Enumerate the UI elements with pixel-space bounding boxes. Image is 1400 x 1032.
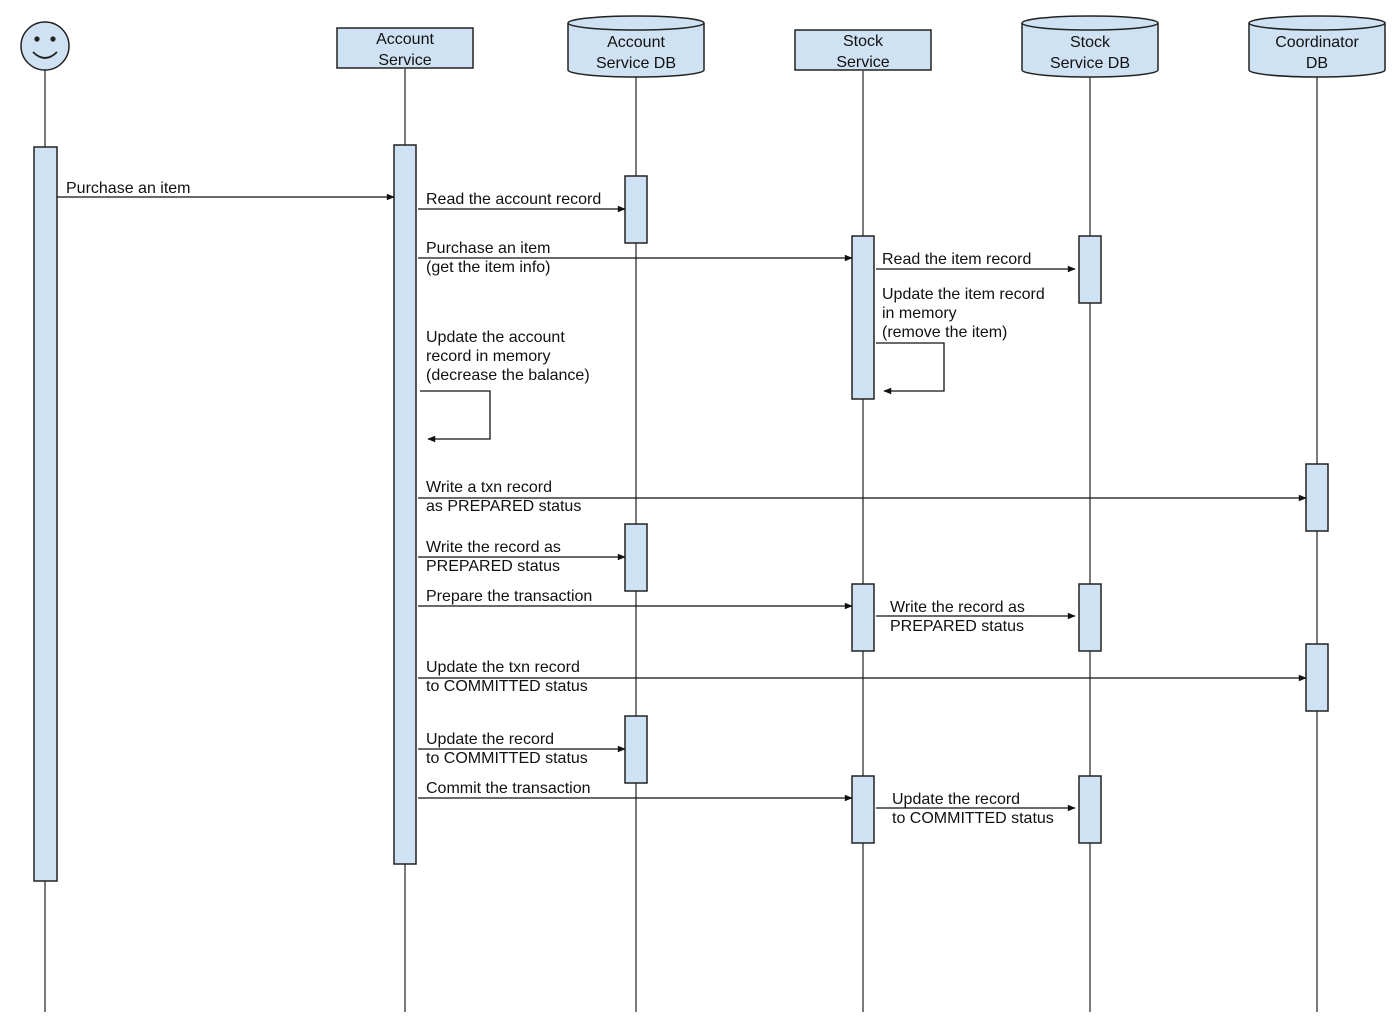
self-call-arrow — [420, 390, 491, 443]
message-update-stock-committed: Update the record to COMMITTED status — [876, 791, 1076, 827]
activation-bar-stock-service — [851, 583, 875, 652]
activation-bar-stock-db — [1078, 583, 1102, 652]
eye-icon — [50, 36, 56, 42]
database-cylinder-icon — [1248, 15, 1386, 78]
message-label: (remove the item) — [882, 324, 1007, 341]
participant-label: Account — [376, 31, 434, 48]
participant-label: Stock — [1070, 34, 1111, 51]
message-label: Write the record as — [890, 599, 1025, 616]
message-read-account-record: Read the account record — [418, 191, 626, 213]
message-label: (decrease the balance) — [426, 367, 590, 384]
database-rim — [567, 22, 705, 31]
participant-box — [794, 29, 932, 71]
smiley-face-icon — [20, 21, 70, 71]
activation-bar-account-db — [624, 523, 648, 592]
message-update-account-record-memory: Update the account record in memory (decre… — [420, 329, 590, 443]
message-purchase-an-item: Purchase an item — [57, 180, 395, 201]
self-call-arrow — [876, 342, 945, 395]
eye-icon — [34, 36, 40, 42]
activation-bar-account-db — [624, 715, 648, 784]
activation-bar-stock-service — [851, 235, 875, 400]
message-label: record in memory — [426, 348, 550, 365]
message-update-txn-committed: Update the txn record to COMMITTED status — [418, 659, 1307, 695]
message-label: Update the item record — [882, 286, 1045, 303]
message-purchase-item-info: Purchase an item (get the item info) — [418, 240, 853, 276]
message-update-item-record-memory: Update the item record in memory (remove t… — [876, 286, 1045, 395]
message-label: Commit the transaction — [426, 780, 591, 797]
message-write-stock-prepared: Write the record as PREPARED status — [876, 599, 1076, 635]
activation-bar-account-service — [393, 144, 417, 865]
activation-bar-stock-db — [1078, 235, 1102, 304]
message-label: Update the txn record — [426, 659, 580, 676]
activation-bar-coordinator-db — [1305, 463, 1329, 532]
participant-user — [20, 21, 70, 71]
message-prepare-transaction: Prepare the transaction — [418, 588, 853, 610]
message-label: Prepare the transaction — [426, 588, 592, 605]
message-label: Update the record — [426, 731, 554, 748]
participant-label: Account — [607, 34, 665, 51]
message-write-account-prepared: Write the record as PREPARED status — [418, 539, 626, 575]
message-read-item-record: Read the item record — [876, 251, 1076, 273]
activation-bar-user — [33, 146, 58, 882]
message-label: PREPARED status — [890, 618, 1024, 635]
database-cylinder-icon — [1021, 15, 1159, 78]
message-label: as PREPARED status — [426, 498, 581, 515]
message-label: Read the account record — [426, 191, 601, 208]
database-rim — [1248, 22, 1386, 31]
participant-box — [336, 27, 474, 69]
activation-bar-coordinator-db — [1305, 643, 1329, 712]
activation-bar-stock-service — [851, 775, 875, 844]
message-label: Write the record as — [426, 539, 561, 556]
participant-label: Coordinator — [1275, 34, 1359, 51]
participant-label: Service DB — [596, 55, 676, 72]
message-label: Purchase an item — [426, 240, 551, 257]
activation-bar-account-db — [624, 175, 648, 244]
message-label: to COMMITTED status — [426, 678, 588, 695]
message-update-account-committed: Update the record to COMMITTED status — [418, 731, 626, 767]
message-label: Purchase an item — [66, 180, 191, 197]
message-label: (get the item info) — [426, 259, 551, 276]
participant-label: Service — [378, 52, 431, 69]
activation-bar-stock-db — [1078, 775, 1102, 844]
message-commit-transaction: Commit the transaction — [418, 780, 853, 802]
message-label: Update the record — [892, 791, 1020, 808]
message-label: Write a txn record — [426, 479, 552, 496]
message-label: PREPARED status — [426, 558, 560, 575]
message-write-txn-prepared: Write a txn record as PREPARED status — [418, 479, 1307, 515]
participant-label: DB — [1306, 55, 1328, 72]
participant-label: Service — [836, 54, 889, 71]
smile-icon — [32, 51, 58, 59]
participant-label: Service DB — [1050, 55, 1130, 72]
message-label: in memory — [882, 305, 957, 322]
message-label: to COMMITTED status — [426, 750, 588, 767]
database-cylinder-icon — [567, 15, 705, 78]
message-label: Update the account — [426, 329, 565, 346]
message-label: Read the item record — [882, 251, 1031, 268]
participant-label: Stock — [843, 33, 884, 50]
message-label: to COMMITTED status — [892, 810, 1054, 827]
database-rim — [1021, 22, 1159, 31]
